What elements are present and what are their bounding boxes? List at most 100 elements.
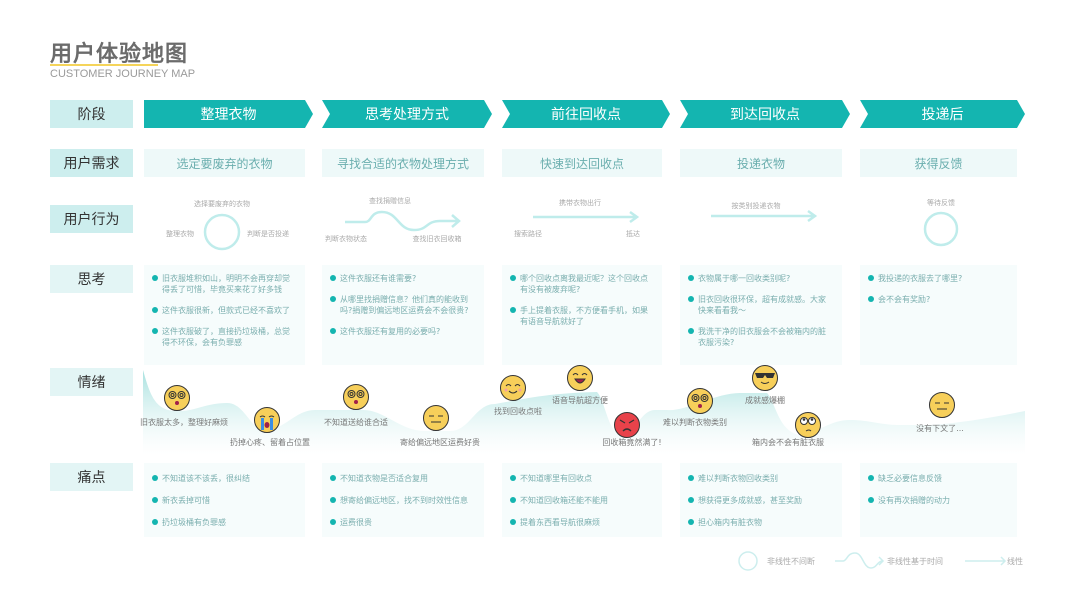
pain-text: 扔垃圾桶有负罪感 (162, 518, 226, 527)
thought-item: 这件衣服破了，直接扔垃圾桶，总觉得不环保，会有负罪感 (152, 326, 295, 348)
pain-panel: 不知道衣物是否适合复用想寄给偏远地区，找不到时效性信息运费很贵 (322, 463, 484, 537)
thought-item: 旧衣回收很环保，超有成就感。大家快来看看我～ (688, 294, 832, 316)
thought-item: 会不会有奖励? (868, 294, 1007, 305)
crying-face-icon (254, 407, 280, 433)
thought-item: 这件衣服还有复用的必要吗? (330, 326, 474, 337)
dizzy-face-icon (343, 384, 369, 410)
pain-item: 难以判断衣物回收类别 (688, 473, 832, 484)
bullet-icon (510, 475, 516, 481)
pain-text: 没有再次捐赠的动力 (878, 496, 950, 505)
thought-panel: 我投递的衣服去了哪里? 会不会有奖励? (860, 265, 1017, 365)
emotion-label: 找到回收点啦 (494, 407, 542, 416)
thought-item: 我投递的衣服去了哪里? (868, 273, 1007, 284)
pain-panel: 难以判断衣物回收类别想获得更多成就感，甚至奖励担心箱内有脏衣物 (680, 463, 842, 537)
pain-item: 不知道衣物是否适合复用 (330, 473, 474, 484)
thought-text: 衣物属于哪一回收类别呢? (698, 274, 791, 283)
thought-text: 这件衣服很新，但款式已经不喜欢了 (162, 306, 290, 315)
legend-wave-icon (835, 552, 885, 569)
action-label: 按类别投递衣物 (731, 202, 781, 210)
action-label: 查找旧衣回收箱 (412, 235, 462, 243)
pain-text: 想寄给偏远地区，找不到时效性信息 (340, 496, 468, 505)
row-label-stage: 阶段 (50, 100, 133, 128)
pain-text: 不知道回收箱还能不能用 (520, 496, 608, 505)
page-title: 用户体验地图 (50, 42, 189, 67)
thought-item: 从哪里找捐赠信息？他们真的能收到吗?捐赠到偏远地区运费会不会很贵? (330, 294, 474, 316)
pain-text: 难以判断衣物回收类别 (698, 474, 778, 483)
action-label: 整理衣物 (166, 230, 194, 238)
thought-text: 这件衣服破了，直接扔垃圾桶，总觉得不环保，会有负罪感 (162, 327, 290, 347)
need-3: 快速到达回收点 (502, 149, 662, 177)
bullet-icon (330, 275, 336, 281)
stage-5: 投递后 (860, 100, 1025, 128)
action-label: 判断是否投递 (247, 230, 289, 238)
bullet-icon (510, 497, 516, 503)
row-label-thoughts: 思考 (50, 265, 133, 293)
thought-text: 哪个回收点离我最近呢？这个回收点有没有被废弃呢? (520, 274, 648, 294)
emotion-label: 没有下文了... (916, 424, 964, 433)
line-arrow-icon (533, 210, 640, 224)
thought-item: 这件衣服很新，但款式已经不喜欢了 (152, 305, 295, 316)
cycle-icon (923, 211, 959, 247)
line-arrow-icon (711, 209, 818, 223)
thought-panel: 旧衣服堆积如山，明明不会再穿却觉得丢了可惜，毕竟买来花了好多钱这件衣服很新，但款… (144, 265, 305, 365)
thought-panel: 哪个回收点离我最近呢？这个回收点有没有被废弃呢?手上提着衣服，不方便看手机，如果… (502, 265, 662, 365)
row-label-pain: 痛点 (50, 463, 133, 491)
pain-item: 担心箱内有脏衣物 (688, 517, 832, 528)
pain-text: 担心箱内有脏衣物 (698, 518, 762, 527)
pain-text: 运费很贵 (340, 518, 372, 527)
thought-text: 从哪里找捐赠信息？他们真的能收到吗?捐赠到偏远地区运费会不会很贵? (340, 295, 469, 315)
pain-item: 不知道哪里有回收点 (510, 473, 652, 484)
bullet-icon (510, 275, 516, 281)
pain-text: 不知道该不该丢，很纠结 (162, 474, 250, 483)
bullet-icon (152, 497, 158, 503)
thought-panel: 这件衣服还有谁需要?从哪里找捐赠信息？他们真的能收到吗?捐赠到偏远地区运费会不会… (322, 265, 484, 365)
thought-item: 我洗干净的旧衣服会不会被箱内的脏衣服污染? (688, 326, 832, 348)
bullet-icon (152, 475, 158, 481)
thought-panel: 衣物属于哪一回收类别呢? 旧衣回收很环保，超有成就感。大家快来看看我～ 我洗干净的旧… (680, 265, 842, 365)
row-label-emotions: 情绪 (50, 368, 133, 396)
thought-text: 会不会有奖励? (878, 295, 931, 304)
emotion-label: 成就感爆棚 (745, 396, 785, 405)
pain-item: 不知道回收箱还能不能用 (510, 495, 652, 506)
rolling-eyes-face-icon (795, 412, 821, 438)
legend-non-linear-time: 非线性基于时间 (887, 557, 943, 566)
action-label: 等待反馈 (927, 199, 955, 207)
need-5: 获得反馈 (860, 149, 1017, 177)
emotion-label: 回收箱竟然满了! (602, 438, 662, 447)
legend-cycle-icon (738, 551, 758, 571)
pain-panel: 缺乏必要信息反馈没有再次捐赠的动力 (860, 463, 1017, 537)
bullet-icon (688, 519, 694, 525)
thought-text: 这件衣服还有复用的必要吗? (340, 327, 441, 336)
bullet-icon (688, 497, 694, 503)
thought-item: 衣物属于哪一回收类别呢? (688, 273, 832, 284)
pain-item: 想寄给偏远地区，找不到时效性信息 (330, 495, 474, 506)
bullet-icon (152, 307, 158, 313)
bullet-icon (330, 519, 336, 525)
bullet-icon (868, 497, 874, 503)
cycle-icon (203, 213, 241, 251)
pain-item: 提着东西看导航很麻烦 (510, 517, 652, 528)
action-label: 携带衣物出行 (559, 199, 601, 207)
pain-text: 不知道衣物是否适合复用 (340, 474, 428, 483)
stage-1: 整理衣物 (144, 100, 313, 128)
emotion-label: 寄给偏远地区运费好贵 (400, 438, 480, 447)
stage-4: 到达回收点 (680, 100, 850, 128)
action-label: 判断衣物状态 (325, 235, 367, 243)
bullet-icon (688, 328, 694, 334)
need-1: 选定要废弃的衣物 (144, 149, 305, 177)
dizzy-face-icon (164, 385, 190, 411)
pain-text: 想获得更多成就感，甚至奖励 (698, 496, 802, 505)
thought-text: 旧衣服堆积如山，明明不会再穿却觉得丢了可惜，毕竟买来花了好多钱 (162, 274, 290, 294)
bullet-icon (330, 328, 336, 334)
bullet-icon (688, 275, 694, 281)
emotion-label: 箱内会不会有脏衣服 (752, 438, 824, 447)
pain-text: 缺乏必要信息反馈 (878, 474, 942, 483)
pain-text: 新衣丢掉可惜 (162, 496, 210, 505)
cool-face-icon (752, 365, 778, 391)
bullet-icon (152, 519, 158, 525)
thought-item: 旧衣服堆积如山，明明不会再穿却觉得丢了可惜，毕竟买来花了好多钱 (152, 273, 295, 295)
wave-arrow-icon (345, 210, 461, 232)
pain-panel: 不知道该不该丢，很纠结新衣丢掉可惜扔垃圾桶有负罪感 (144, 463, 305, 537)
page-subtitle: CUSTOMER JOURNEY MAP (50, 68, 196, 80)
need-4: 投递衣物 (680, 149, 842, 177)
